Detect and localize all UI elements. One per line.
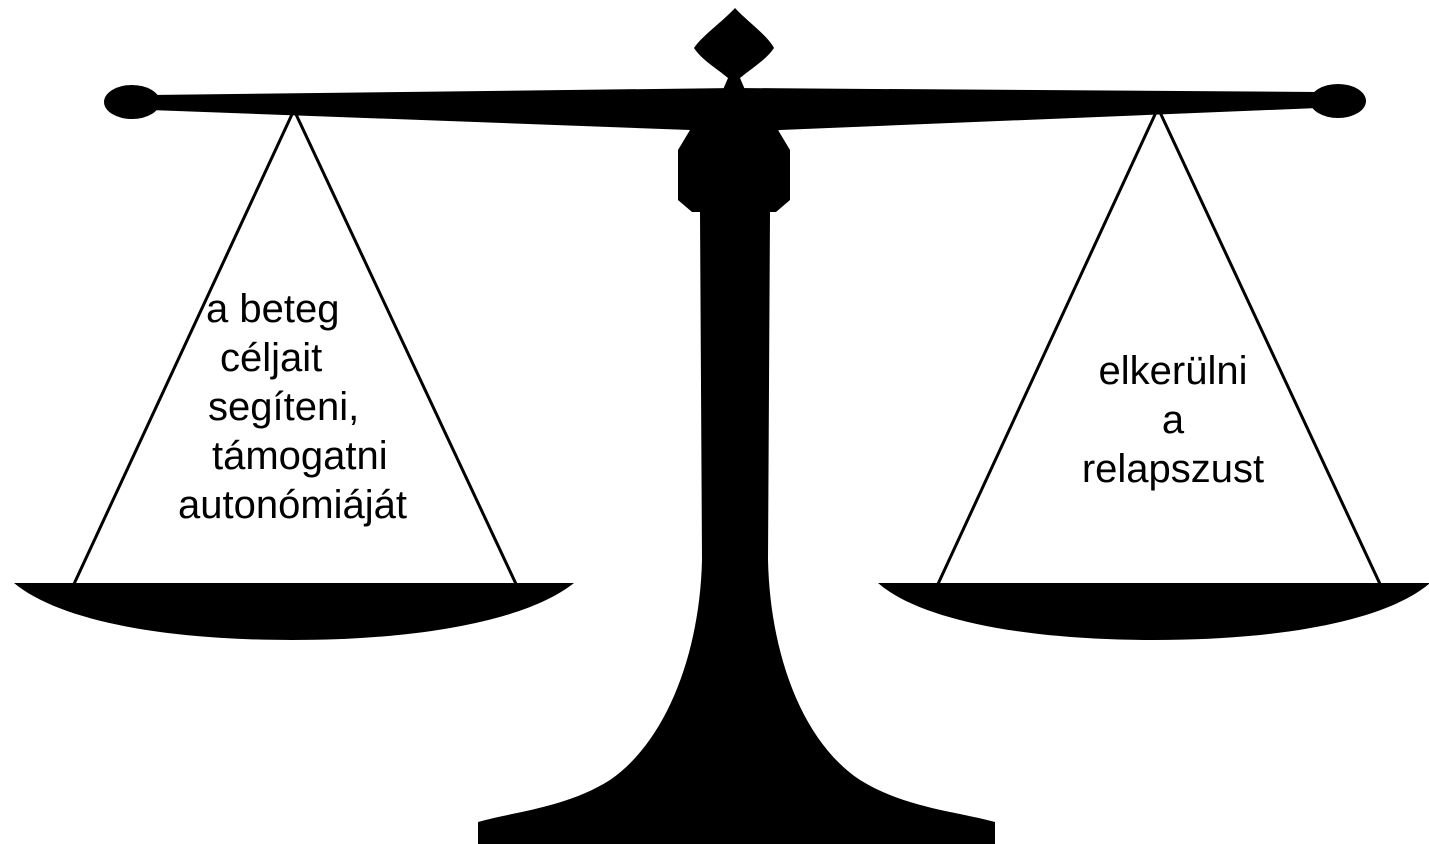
beam-right-knob <box>1310 84 1366 118</box>
left-pan-line-3: segíteni, <box>208 383 498 432</box>
scale-collar <box>678 130 790 212</box>
left-pan-line-2: céljait <box>220 334 510 383</box>
left-pan <box>14 583 574 640</box>
scale-finial <box>694 8 774 92</box>
left-pan-line-4: támogatni <box>212 432 502 481</box>
right-pan-line-1: elkerülni <box>1058 347 1288 396</box>
scale-column <box>478 212 995 844</box>
right-pan-line-2: a <box>1058 396 1288 445</box>
beam-left-knob <box>104 85 160 119</box>
right-pan-string-left <box>938 108 1158 584</box>
right-pan <box>878 583 1429 640</box>
right-pan-label: elkerülni a relapszust <box>1058 347 1288 494</box>
left-pan-line-5: autonómiáját <box>178 481 468 530</box>
right-pan-line-3: relapszust <box>1058 445 1288 494</box>
left-pan-line-1: a beteg <box>206 285 496 334</box>
right-pan-string-right <box>1158 108 1380 584</box>
left-pan-label: a beteg céljait segíteni, támogatni auto… <box>178 285 468 530</box>
